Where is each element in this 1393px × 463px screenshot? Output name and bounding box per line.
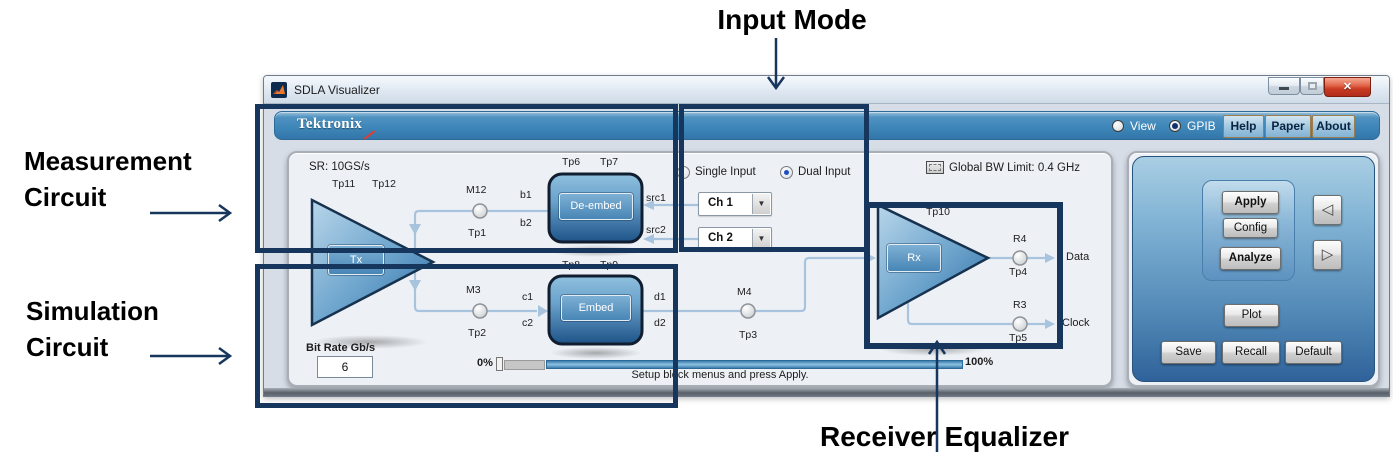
progress-track xyxy=(504,360,545,370)
measurement-annotation-line2: Circuit xyxy=(24,182,107,212)
prev-button[interactable]: ◁ xyxy=(1313,195,1342,225)
input-mode-annotation: Input Mode xyxy=(717,4,867,35)
close-icon: ✕ xyxy=(1342,81,1353,93)
dual-input-radio[interactable] xyxy=(780,166,793,179)
deembed-button[interactable]: De-embed xyxy=(559,193,633,220)
c2-label: c2 xyxy=(522,317,534,329)
testpoint-tp5[interactable] xyxy=(1012,316,1028,332)
measurement-annotation-line1: Measurement xyxy=(24,146,192,176)
minimize-button[interactable] xyxy=(1268,77,1300,95)
b1-label: b1 xyxy=(520,189,532,201)
sample-rate-label: SR: 10GS/s xyxy=(309,161,370,173)
tp3-label: Tp3 xyxy=(739,329,758,341)
control-panel: Apply Config Analyze ◁ ▷ Plot Save Recal… xyxy=(1127,151,1380,387)
tp12-label: Tp12 xyxy=(372,178,396,190)
simulation-annotation-line2: Circuit xyxy=(26,332,109,362)
rx-button[interactable]: Rx xyxy=(887,244,941,272)
tp1-label: Tp1 xyxy=(468,227,487,239)
testpoint-tp1[interactable] xyxy=(472,203,488,219)
maximize-icon xyxy=(1308,82,1317,90)
d1-label: d1 xyxy=(654,291,666,303)
r4-label: R4 xyxy=(1013,233,1027,245)
control-panel-background: Apply Config Analyze ◁ ▷ Plot Save Recal… xyxy=(1132,156,1375,382)
embed-button[interactable]: Embed xyxy=(561,295,631,321)
analyze-button[interactable]: Analyze xyxy=(1220,247,1281,270)
progress-bar xyxy=(546,360,963,369)
window-bottom-edge xyxy=(264,388,1389,396)
save-button[interactable]: Save xyxy=(1161,341,1216,364)
close-button[interactable]: ✕ xyxy=(1324,77,1371,97)
window-title: SDLA Visualizer xyxy=(294,83,380,97)
receiver-equalizer-annotation: Receiver Equalizer xyxy=(820,421,1070,452)
tp4-label: Tp4 xyxy=(1009,266,1028,278)
apply-button[interactable]: Apply xyxy=(1222,191,1279,214)
about-button[interactable]: About xyxy=(1312,115,1355,138)
next-button[interactable]: ▷ xyxy=(1313,240,1342,270)
tp6-label: Tp6 xyxy=(562,156,581,168)
view-radio[interactable] xyxy=(1112,120,1124,132)
receiver-equalizer-outline xyxy=(864,202,1063,349)
progress-slider-thumb[interactable] xyxy=(496,357,503,371)
m3-label: M3 xyxy=(466,284,481,296)
gpib-radio[interactable] xyxy=(1169,120,1181,132)
simulation-annotation-line1: Simulation xyxy=(26,296,159,326)
tp11-label: Tp11 xyxy=(332,178,356,190)
testpoint-tp4[interactable] xyxy=(1012,250,1028,266)
tp2-label: Tp2 xyxy=(468,327,487,339)
ch1-select[interactable]: Ch 1 ▼ xyxy=(698,192,772,216)
tp7-label: Tp7 xyxy=(600,156,619,168)
c1-label: c1 xyxy=(522,291,534,303)
ch1-select-value: Ch 1 xyxy=(708,197,733,209)
paper-button[interactable]: Paper xyxy=(1265,115,1311,138)
m4-label: M4 xyxy=(737,286,752,298)
sdla-visualizer-window: SDLA Visualizer ✕ Tektronix View GPIB He… xyxy=(263,75,1390,397)
tp5-label: Tp5 xyxy=(1009,332,1028,344)
default-button[interactable]: Default xyxy=(1285,341,1342,364)
config-button[interactable]: Config xyxy=(1223,218,1278,238)
app-toolbar: Tektronix View GPIB Help Paper About xyxy=(274,111,1380,140)
simulation-circuit-outline xyxy=(255,264,678,408)
bit-rate-input[interactable] xyxy=(317,356,373,378)
input-mode-outline xyxy=(679,104,869,252)
recall-button[interactable]: Recall xyxy=(1222,341,1280,364)
ch2-select-value: Ch 2 xyxy=(708,232,733,244)
progress-0-label: 0% xyxy=(477,357,493,369)
b2-label: b2 xyxy=(520,217,532,229)
matlab-app-icon xyxy=(271,82,287,98)
ch1-dropdown-arrow-icon[interactable]: ▼ xyxy=(752,194,770,214)
progress-100-label: 100% xyxy=(965,356,994,368)
ch2-dropdown-arrow-icon[interactable]: ▼ xyxy=(752,229,770,249)
d2-label: d2 xyxy=(654,317,666,329)
testpoint-tp3[interactable] xyxy=(740,303,756,319)
minimize-icon xyxy=(1279,87,1289,90)
next-arrow-icon: ▷ xyxy=(1321,246,1334,263)
test-point-circles xyxy=(472,203,1028,332)
maximize-button[interactable] xyxy=(1300,77,1324,95)
plot-button[interactable]: Plot xyxy=(1224,304,1279,327)
tektronix-logo: Tektronix xyxy=(297,116,363,132)
dual-input-label: Dual Input xyxy=(798,166,851,178)
testpoint-tp2[interactable] xyxy=(472,303,488,319)
view-radio-label: View xyxy=(1130,119,1156,133)
measurement-circuit-outline xyxy=(255,104,678,253)
r3-label: R3 xyxy=(1013,299,1027,311)
src1-label: src1 xyxy=(646,192,666,204)
tp10-label: Tp10 xyxy=(926,206,950,218)
clock-output-label: Clock xyxy=(1062,317,1090,329)
bit-rate-label: Bit Rate Gb/s xyxy=(306,342,376,354)
src2-label: src2 xyxy=(646,224,666,236)
help-button[interactable]: Help xyxy=(1223,115,1264,138)
single-input-label: Single Input xyxy=(695,166,756,178)
m12-label: M12 xyxy=(466,184,487,196)
title-bar[interactable]: SDLA Visualizer ✕ xyxy=(264,76,1389,104)
signal-wires xyxy=(413,203,1045,326)
prev-arrow-icon: ◁ xyxy=(1321,201,1334,218)
data-output-label: Data xyxy=(1066,251,1090,263)
bw-limit-icon xyxy=(926,161,944,174)
global-bw-label: Global BW Limit: 0.4 GHz xyxy=(949,162,1081,174)
gpib-radio-label: GPIB xyxy=(1187,119,1216,133)
